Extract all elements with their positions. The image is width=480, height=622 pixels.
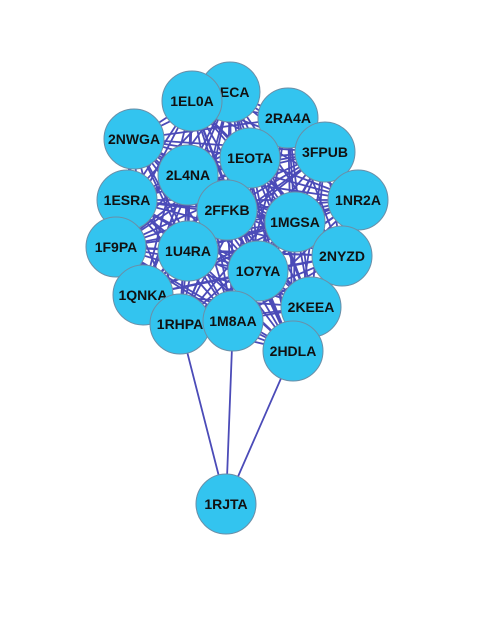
node-label: 2NYZD [319,248,365,264]
node-circle [202,290,264,352]
node-label: 1QNKA [118,287,167,303]
node-circle [103,108,165,170]
node-circle [327,169,389,231]
node-1nr2a[interactable]: 1NR2A [327,169,389,231]
node-circle [311,225,373,287]
node-label: 1RHPA [157,316,203,332]
node-label: 1F9PA [95,239,138,255]
node-2nyzd[interactable]: 2NYZD [311,225,373,287]
node-1eota[interactable]: 1EOTA [219,127,281,189]
node-circle [157,220,219,282]
node-circle [262,320,324,382]
edge-1RJTA-1RHPA [179,323,227,505]
node-circle [161,70,223,132]
node-2nwga[interactable]: 2NWGA [103,108,165,170]
node-label: 3FPUB [302,144,348,160]
edge-3FPUB-1RHPA [179,151,326,325]
node-2l4na[interactable]: 2L4NA [157,144,219,206]
node-label: 1NR2A [335,192,381,208]
node-label: 2KEEA [288,299,335,315]
node-circle [196,179,258,241]
node-2hdla[interactable]: 2HDLA [262,320,324,382]
node-label: 1M8AA [209,313,256,329]
node-1m8aa[interactable]: 1M8AA [202,290,264,352]
node-1esra[interactable]: 1ESRA [96,169,158,231]
node-label: 2HDLA [270,343,317,359]
node-2ffkb[interactable]: 2FFKB [196,179,258,241]
edge-1F9PA-2KEEA [115,246,312,308]
node-circle [157,144,219,206]
node-label: 1ESRA [104,192,151,208]
node-1o7ya[interactable]: 1O7YA [227,240,289,302]
node-1f9pa[interactable]: 1F9PA [85,216,147,278]
node-label: 1RJTA [204,496,247,512]
node-label: 1O7YA [236,263,281,279]
node-label: 2L4NA [166,167,210,183]
node-label: 1EOTA [227,150,273,166]
node-circle [219,127,281,189]
node-3fpub[interactable]: 3FPUB [294,121,356,183]
node-label: 2FFKB [204,202,249,218]
node-circle [227,240,289,302]
node-circle [85,216,147,278]
node-label: 2NWGA [108,131,160,147]
node-1el0a[interactable]: 1EL0A [161,70,223,132]
edge-1RJTA-1M8AA [225,320,234,505]
node-circle [195,473,257,535]
node-circle [264,191,326,253]
node-label: 1U4RA [165,243,211,259]
nodes-layer: XECA1EL0A2RA4A2NWGA3FPUB1EOTA2L4NA1NR2A1… [85,61,389,535]
node-1mgsa[interactable]: 1MGSA [264,191,326,253]
node-1u4ra[interactable]: 1U4RA [157,220,219,282]
node-circle [294,121,356,183]
node-label: 1EL0A [170,93,214,109]
edge-1EL0A-1QNKA [142,100,193,296]
node-1rjta[interactable]: 1RJTA [195,473,257,535]
node-1rhpa[interactable]: 1RHPA [149,293,211,355]
node-label: 1MGSA [270,214,320,230]
node-label: 2RA4A [265,110,311,126]
